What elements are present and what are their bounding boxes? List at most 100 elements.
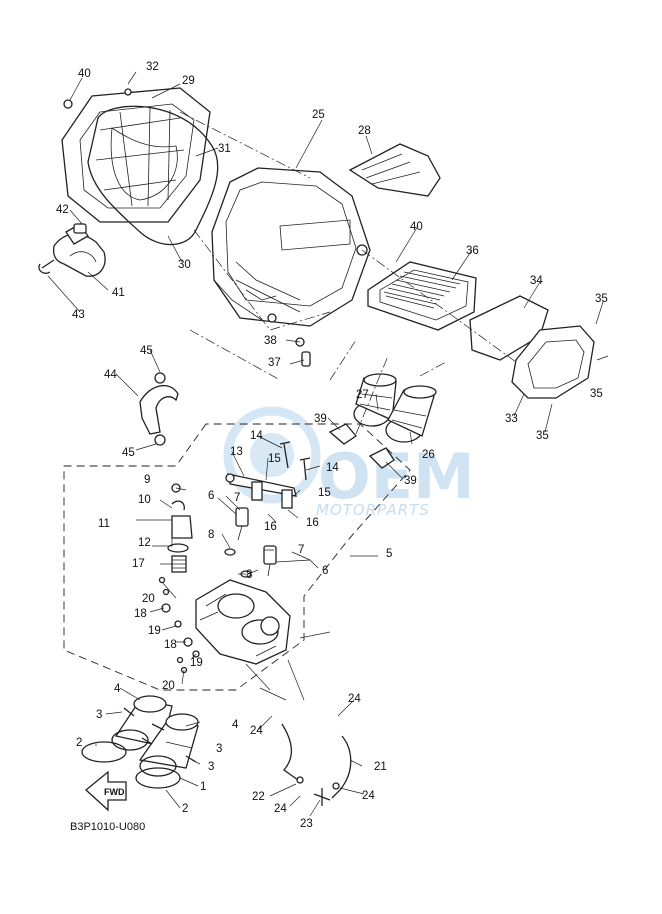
vacuum-hose-right — [331, 735, 352, 799]
air-filter-element — [367, 261, 477, 331]
callout-32: 32 — [146, 61, 159, 73]
callout-16: 16 — [264, 521, 277, 533]
callout-9: 9 — [144, 474, 150, 486]
callout-8-b: 8 — [246, 569, 252, 581]
callout-8: 8 — [208, 529, 214, 541]
throttle-body — [195, 579, 291, 665]
callout-44: 44 — [104, 369, 117, 381]
callout-39-b: 39 — [404, 475, 417, 487]
callout-6: 6 — [208, 490, 214, 502]
callout-4: 4 — [114, 683, 121, 695]
fwd-arrow: FWD — [85, 770, 127, 812]
callout-30: 30 — [178, 259, 191, 271]
fuel-injector — [235, 507, 277, 577]
breather-hose — [139, 372, 179, 446]
callout-40: 40 — [78, 68, 91, 80]
callout-33: 33 — [505, 413, 518, 425]
callout-7-b: 7 — [298, 544, 304, 556]
o-ring — [224, 548, 236, 556]
gasket — [87, 105, 219, 246]
callout-35-c: 35 — [536, 430, 549, 442]
callout-14-b: 14 — [326, 462, 339, 474]
callout-14: 14 — [250, 430, 263, 442]
callout-18: 18 — [134, 608, 147, 620]
callout-45: 45 — [140, 345, 153, 357]
callout-19: 19 — [148, 625, 161, 637]
callout-labels: 40 32 29 31 42 30 41 43 25 28 40 36 34 3… — [56, 61, 608, 830]
callout-16-b: 16 — [306, 517, 319, 529]
callout-3-b: 3 — [216, 743, 222, 755]
pipe-screw — [279, 441, 311, 481]
callout-26: 26 — [422, 449, 435, 461]
callout-21: 21 — [374, 761, 387, 773]
callout-3-c: 3 — [208, 761, 214, 773]
callout-27: 27 — [356, 389, 369, 401]
callout-45-b: 45 — [122, 447, 135, 459]
callout-42: 42 — [56, 204, 69, 216]
throttle-sensor — [167, 515, 193, 573]
joint-clamp-right — [368, 447, 395, 469]
callout-17: 17 — [132, 558, 145, 570]
fuel-delivery-pipe — [225, 473, 297, 509]
callout-11: 11 — [98, 518, 110, 530]
callout-4-b: 4 — [232, 719, 239, 731]
airbox-side-cover — [511, 325, 595, 399]
hose-clip — [332, 782, 340, 790]
callout-24-c: 24 — [274, 803, 287, 815]
watermark: OEM MOTORPARTS — [223, 406, 475, 519]
callout-36: 36 — [466, 245, 479, 257]
callout-1: 1 — [200, 781, 206, 793]
callout-28: 28 — [358, 125, 371, 137]
callout-2: 2 — [76, 737, 82, 749]
callout-41: 41 — [112, 287, 125, 299]
callout-15: 15 — [268, 453, 281, 465]
hose-clamp — [38, 259, 55, 274]
callout-2-b: 2 — [182, 803, 188, 815]
callout-35: 35 — [595, 293, 608, 305]
callout-7: 7 — [234, 492, 240, 504]
callout-19-b: 19 — [190, 657, 203, 669]
callout-34: 34 — [530, 275, 543, 287]
watermark-sub: MOTORPARTS — [316, 501, 430, 519]
joint-gasket — [81, 741, 127, 763]
intake-joint-left — [353, 373, 397, 427]
callout-31: 31 — [218, 143, 231, 155]
callout-25: 25 — [312, 109, 325, 121]
intake-duct — [348, 143, 441, 197]
callout-39: 39 — [314, 413, 327, 425]
callout-38: 38 — [264, 335, 277, 347]
callout-20: 20 — [142, 593, 155, 605]
alignment-line — [179, 111, 517, 435]
clip — [73, 223, 87, 234]
callout-23: 23 — [300, 818, 313, 830]
callout-24-d: 24 — [362, 790, 375, 802]
callout-15-b: 15 — [318, 487, 331, 499]
fwd-label: FWD — [104, 787, 125, 797]
sensor-clip — [171, 500, 185, 511]
vacuum-hose-left — [281, 723, 299, 781]
diagram-code: B3P1010-U080 — [70, 821, 145, 833]
callout-5: 5 — [386, 548, 392, 560]
joint-gasket — [135, 767, 181, 789]
leader-lines — [47, 71, 609, 817]
callout-35-b: 35 — [590, 388, 603, 400]
throttle-body-joint — [111, 695, 199, 777]
callout-22: 22 — [252, 791, 265, 803]
callout-43: 43 — [72, 309, 85, 321]
callout-10: 10 — [138, 494, 151, 506]
callout-29: 29 — [182, 75, 195, 87]
airbox-cover — [61, 87, 211, 223]
callout-12: 12 — [138, 537, 151, 549]
callout-40-b: 40 — [410, 221, 423, 233]
callout-18-b: 18 — [164, 639, 177, 651]
watermark-brand: OEM — [318, 440, 475, 513]
callout-20-b: 20 — [162, 680, 175, 692]
hose-clip — [296, 776, 304, 784]
callout-13: 13 — [230, 446, 243, 458]
joint-bolt — [123, 707, 197, 763]
three-way-joint — [313, 788, 331, 806]
intake-joint-right — [385, 385, 437, 443]
callout-6-b: 6 — [322, 565, 328, 577]
callout-24: 24 — [348, 693, 361, 705]
